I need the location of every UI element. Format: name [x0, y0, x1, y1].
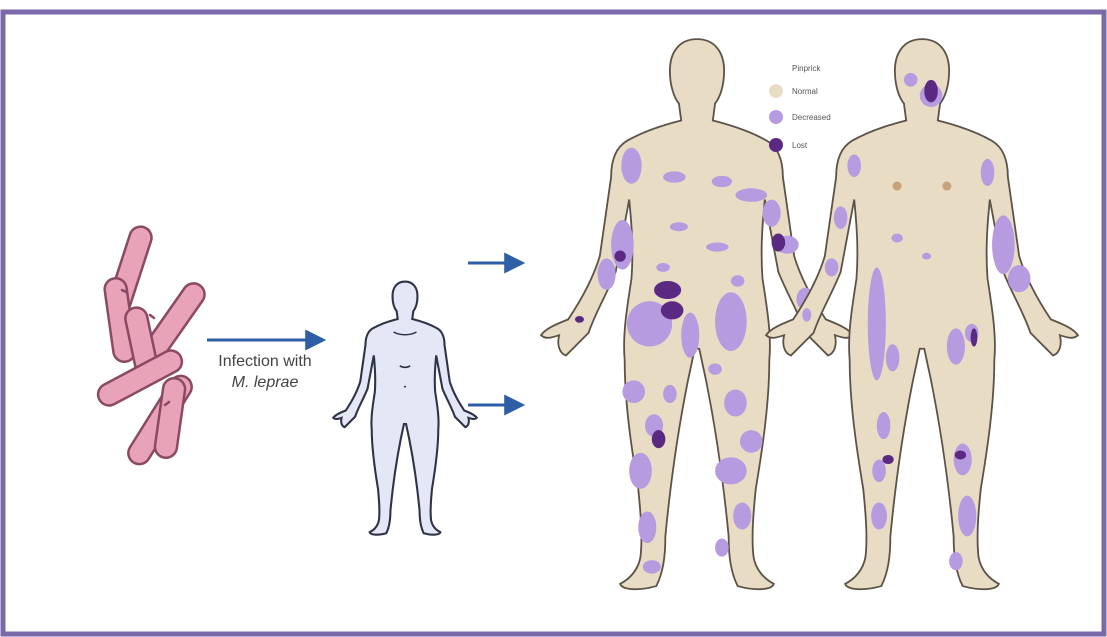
legend-label-decreased: Decreased — [792, 113, 831, 122]
legend-label-normal: Normal — [792, 87, 818, 96]
legend-title: Pinprick — [792, 64, 821, 73]
legend-swatch-lost — [769, 138, 783, 152]
caption-line1: Infection with — [218, 353, 311, 370]
legend-label-lost: Lost — [792, 141, 808, 150]
caption-line2: M. leprae — [232, 374, 299, 391]
legend-swatch-decreased — [769, 110, 783, 124]
legend-swatch-normal — [769, 84, 783, 98]
